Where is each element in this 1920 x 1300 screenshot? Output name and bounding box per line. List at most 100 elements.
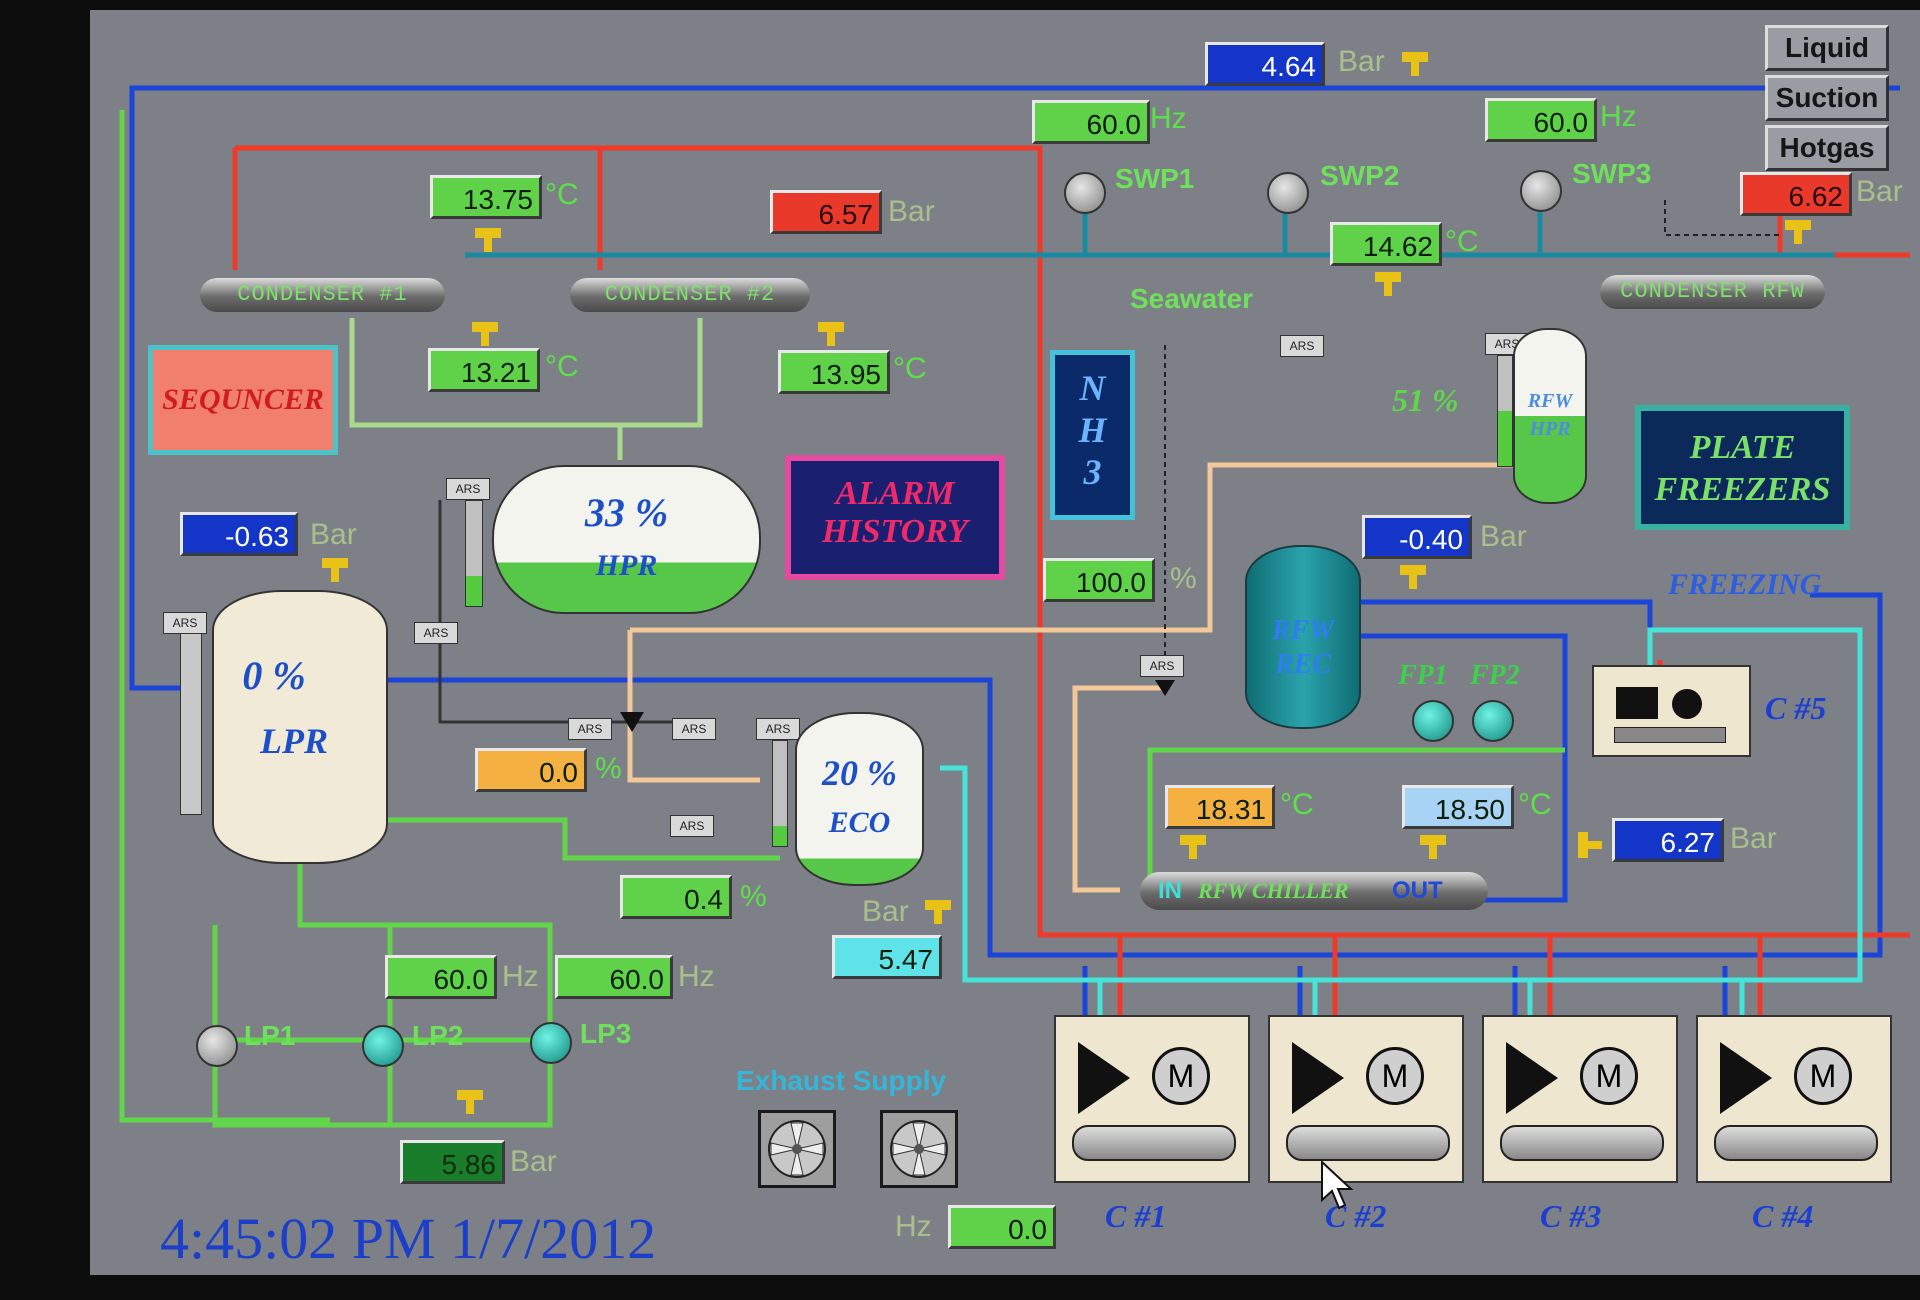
lp-pump-2[interactable]	[362, 1025, 404, 1067]
pressure-sensor-icon	[457, 1090, 483, 1120]
hpr-label: HPR	[595, 549, 658, 582]
valve-opening-readout[interactable]: 0.0	[475, 748, 587, 792]
swp2-label: SWP2	[1320, 160, 1400, 191]
legend-suction-button[interactable]: Suction	[1765, 75, 1889, 121]
ars-tag: ARS	[756, 718, 800, 740]
condenser-rfw[interactable]: CONDENSER RFW	[1600, 275, 1825, 309]
chiller-out-temp-readout[interactable]: 18.50	[1402, 785, 1514, 829]
freezing-label: FREEZING	[1668, 568, 1822, 601]
nh3-button[interactable]: N H 3	[1050, 350, 1135, 520]
plate-freezers-button[interactable]: PLATE FREEZERS	[1635, 405, 1850, 530]
ars-tag: ARS	[1140, 655, 1184, 677]
pressure-sensor-icon	[925, 900, 951, 930]
hz-unit-label: Hz	[895, 1210, 932, 1243]
condenser-pressure-readout[interactable]: 6.57	[770, 190, 882, 234]
condenser-2-outlet-temp-readout[interactable]: 13.95	[778, 350, 890, 394]
rfw-valve-icon[interactable]	[1155, 680, 1175, 696]
rfw-hpr-label1: RFW	[1527, 390, 1573, 412]
eco-pressure-readout[interactable]: 5.47	[832, 935, 942, 979]
seawater-label: Seawater	[1130, 283, 1253, 314]
expansion-valve-icon[interactable]	[620, 712, 644, 732]
seawater-pump-1[interactable]	[1064, 172, 1106, 214]
freezer-pump-1[interactable]	[1412, 700, 1454, 742]
temp-sensor-icon	[1375, 272, 1401, 302]
compressor-5[interactable]	[1592, 665, 1751, 757]
pct-unit-label: %	[1170, 562, 1197, 595]
seawater-pump-2[interactable]	[1267, 172, 1309, 214]
supply-label: Supply	[852, 1065, 947, 1096]
lpr-percent: 0 %	[242, 653, 306, 698]
pct-unit-label: %	[740, 880, 767, 913]
lp2-hz-readout[interactable]: 60.0	[385, 955, 497, 999]
exhaust-supply-labels: Exhaust Supply	[736, 1065, 946, 1097]
hz-readout-2[interactable]: 60.0	[1485, 98, 1597, 142]
hz-readout-1[interactable]: 60.0	[1032, 100, 1150, 144]
rfw-rec-pressure-readout[interactable]: -0.40	[1362, 515, 1472, 559]
condenser-inlet-temp-readout[interactable]: 13.75	[430, 175, 542, 219]
lpr-pressure-readout[interactable]: -0.63	[180, 512, 298, 556]
lp-pressure-readout[interactable]: 5.86	[400, 1140, 505, 1184]
bar-unit-label: Bar	[310, 518, 357, 551]
temp-sensor-icon	[818, 322, 844, 352]
plate-freezers-line1: PLATE	[1689, 429, 1796, 466]
chiller-in-temp-readout[interactable]: 18.31	[1165, 785, 1275, 829]
ars-tag: ARS	[446, 478, 490, 500]
pressure-sensor-icon	[1400, 565, 1426, 595]
condenser-1[interactable]: CONDENSER #1	[200, 278, 445, 312]
temp-sensor-icon	[475, 228, 501, 258]
ars-tag: ARS	[568, 718, 612, 740]
chiller-pressure-readout[interactable]: 6.27	[1612, 818, 1724, 862]
condenser-2[interactable]: CONDENSER #2	[570, 278, 810, 312]
suction-pressure-readout[interactable]: 4.64	[1205, 42, 1325, 86]
alarm-history-button[interactable]: ALARM HISTORY	[785, 455, 1005, 580]
ars-tag: ARS	[414, 622, 458, 644]
seawater-temp-readout[interactable]: 14.62	[1330, 222, 1442, 266]
freezer-pump-2[interactable]	[1472, 700, 1514, 742]
eco-valve-readout[interactable]: 0.4	[620, 875, 732, 919]
legend-hotgas-button[interactable]: Hotgas	[1765, 125, 1889, 171]
compressor-2[interactable]: M	[1268, 1015, 1464, 1183]
nh3-line2: H	[1078, 410, 1107, 450]
pressure-sensor-icon	[322, 558, 348, 588]
rfw-hpr-vessel[interactable]: RFW HPR	[1513, 328, 1587, 504]
temp-unit-label: °C	[545, 178, 579, 211]
ars-tag: ARS	[163, 612, 207, 634]
fan-blades-icon	[890, 1120, 948, 1178]
bar-unit-label: Bar	[888, 195, 935, 228]
compressor-base	[1072, 1125, 1236, 1161]
swp1-label: SWP1	[1115, 163, 1195, 194]
exhaust-fan-icon[interactable]	[758, 1110, 836, 1188]
supply-fan-icon[interactable]	[880, 1110, 958, 1188]
ars-tag: ARS	[670, 815, 714, 837]
eco-label: ECO	[828, 806, 891, 839]
lp-pump-1[interactable]	[196, 1025, 238, 1067]
rfw-rec-label1: RFW	[1271, 615, 1335, 646]
lp1-label: LP1	[244, 1020, 296, 1051]
hotgas-pressure-readout[interactable]: 6.62	[1740, 172, 1852, 216]
hpr-vessel[interactable]: 33 % HPR	[492, 465, 761, 614]
temp-unit-label: °C	[1445, 225, 1479, 258]
nh3-line1: N	[1079, 368, 1106, 408]
rfw-chiller[interactable]: IN RFW CHILLER OUT	[1140, 872, 1488, 910]
compressor-1[interactable]: M	[1054, 1015, 1250, 1183]
bar-unit-label: Bar	[510, 1145, 557, 1178]
sequencer-button[interactable]: SEQUNCER	[148, 345, 338, 455]
rfw-rec-vessel[interactable]: RFW REC	[1245, 545, 1361, 729]
lpr-vessel[interactable]: 0 % LPR	[212, 590, 388, 864]
seawater-pump-3[interactable]	[1520, 170, 1562, 212]
lp3-hz-readout[interactable]: 60.0	[555, 955, 673, 999]
condenser-1-outlet-temp-readout[interactable]: 13.21	[428, 348, 540, 392]
c1-label: C #1	[1105, 1198, 1167, 1234]
compressor-3[interactable]: M	[1482, 1015, 1678, 1183]
rfw-hpr-percent: 51 %	[1392, 382, 1459, 418]
eco-vessel[interactable]: 20 % ECO	[795, 712, 924, 886]
fan-hz-readout[interactable]: 0.0	[948, 1205, 1056, 1249]
rfw-hpr-level-gauge	[1497, 355, 1513, 467]
legend-liquid-button[interactable]: Liquid	[1765, 25, 1889, 71]
lp-pump-3[interactable]	[530, 1022, 572, 1064]
rfw-valve-readout[interactable]: 100.0	[1043, 558, 1155, 602]
alarm-history-line2: HISTORY	[821, 513, 969, 550]
c5-label: C #5	[1765, 690, 1827, 726]
c2-label: C #2	[1325, 1198, 1387, 1234]
compressor-4[interactable]: M	[1696, 1015, 1892, 1183]
